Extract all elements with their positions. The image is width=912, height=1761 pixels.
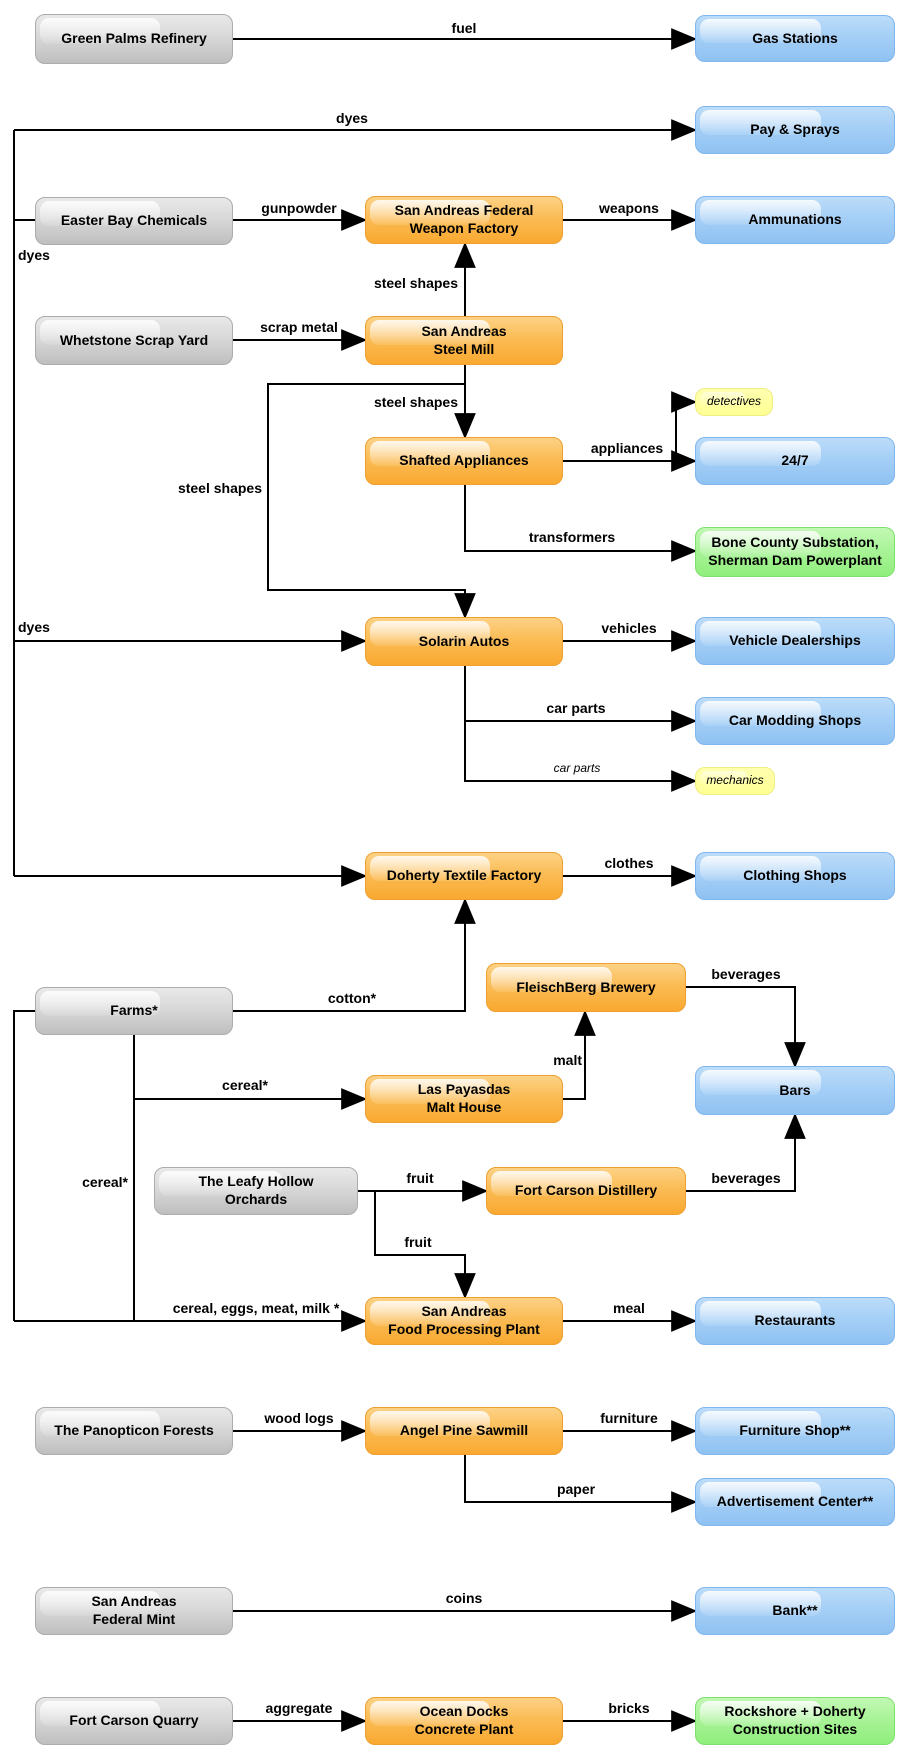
edge-steel-shapes-solarin: [267, 383, 476, 620]
node-fort-carson-quarry: Fort Carson Quarry: [35, 1697, 233, 1745]
node-leafy-hollow-orchards: The Leafy Hollow Orchards: [154, 1167, 358, 1215]
edge-label-scrap-metal: scrap metal: [260, 319, 338, 335]
node-ammunations: Ammunations: [695, 196, 895, 244]
node-farms: Farms*: [35, 987, 233, 1035]
edge-label-cereal-1: cereal*: [222, 1077, 268, 1093]
edge-label-gunpowder: gunpowder: [261, 200, 337, 216]
edge-appliances-detectives: [671, 391, 698, 461]
node-pay-and-sprays: Pay & Sprays: [695, 106, 895, 154]
node-malt-house: Las Payasdas Malt House: [365, 1075, 563, 1123]
edge-label-steel-shapes-3: steel shapes: [177, 480, 262, 496]
node-construction-sites: Rockshore + Doherty Construction Sites: [695, 1697, 895, 1745]
node-easter-bay-chemicals: Easter Bay Chemicals: [35, 197, 233, 245]
edge-label-cereal-eggs-meat-milk: cereal, eggs, meat, milk *: [172, 1300, 340, 1316]
edge-label-beverages-2: beverages: [711, 1170, 781, 1186]
node-furniture-shop: Furniture Shop**: [695, 1407, 895, 1455]
edge-farms-left: [13, 1010, 35, 1321]
node-doherty-textile-factory: Doherty Textile Factory: [365, 852, 563, 900]
node-ocean-docks-concrete-plant: Ocean Docks Concrete Plant: [365, 1697, 563, 1745]
node-24-7: 24/7: [695, 437, 895, 485]
edge-label-fruit-1: fruit: [406, 1170, 434, 1186]
edge-label-bricks: bricks: [608, 1700, 650, 1716]
node-green-palms-refinery: Green Palms Refinery: [35, 14, 233, 64]
edge-label-paper: paper: [556, 1481, 596, 1497]
edge-label-weapons: weapons: [599, 200, 659, 216]
node-advertisement-center: Advertisement Center**: [695, 1478, 895, 1526]
edge-label-dyes-solarin: dyes: [18, 619, 50, 635]
edge-label-clothes: clothes: [604, 855, 654, 871]
node-clothing-shops: Clothing Shops: [695, 852, 895, 900]
node-weapon-factory: San Andreas Federal Weapon Factory: [365, 196, 563, 244]
node-fort-carson-distillery: Fort Carson Distillery: [486, 1167, 686, 1215]
node-car-modding-shops: Car Modding Shops: [695, 697, 895, 745]
node-bank: Bank**: [695, 1587, 895, 1635]
edge-label-steel-shapes-2: steel shapes: [373, 394, 458, 410]
node-solarin-autos: Solarin Autos: [365, 617, 563, 666]
node-whetstone-scrap-yard: Whetstone Scrap Yard: [35, 316, 233, 365]
node-detectives: detectives: [695, 388, 773, 416]
edge-label-fuel: fuel: [451, 20, 477, 36]
node-shafted-appliances: Shafted Appliances: [365, 437, 563, 485]
edge-label-meal: meal: [613, 1300, 645, 1316]
node-steel-mill: San Andreas Steel Mill: [365, 316, 563, 365]
node-vehicle-dealerships: Vehicle Dealerships: [695, 617, 895, 665]
edge-label-malt: malt: [553, 1052, 582, 1068]
edge-label-cereal-2: cereal*: [82, 1174, 128, 1190]
node-restaurants: Restaurants: [695, 1297, 895, 1345]
node-panopticon-forests: The Panopticon Forests: [35, 1407, 233, 1455]
edge-label-appliances: appliances: [590, 440, 664, 456]
node-substation-powerplant: Bone County Substation, Sherman Dam Powe…: [695, 527, 895, 577]
node-fleischberg-brewery: FleischBerg Brewery: [486, 963, 686, 1012]
edge-label-beverages-1: beverages: [711, 966, 781, 982]
edge-label-cotton: cotton*: [327, 990, 377, 1006]
edge-label-car-parts-2: car parts: [553, 761, 601, 775]
edge-label-aggregate: aggregate: [265, 1700, 333, 1716]
node-federal-mint: San Andreas Federal Mint: [35, 1587, 233, 1635]
edge-label-wood-logs: wood logs: [264, 1410, 334, 1426]
node-gas-stations: Gas Stations: [695, 15, 895, 62]
node-angel-pine-sawmill: Angel Pine Sawmill: [365, 1407, 563, 1455]
edge-label-steel-shapes-1: steel shapes: [373, 275, 458, 291]
edge-label-fruit-2: fruit: [404, 1234, 432, 1250]
edge-label-car-parts-1: car parts: [546, 700, 606, 716]
node-mechanics: mechanics: [695, 767, 775, 795]
edge-label-coins: coins: [445, 1590, 483, 1606]
node-food-processing-plant: San Andreas Food Processing Plant: [365, 1297, 563, 1345]
edge-label-dyes-top: dyes: [336, 110, 368, 126]
edge-label-dyes-left: dyes: [18, 247, 50, 263]
edge-label-furniture: furniture: [600, 1410, 658, 1426]
edge-label-transformers: transformers: [528, 529, 616, 545]
edge-beverages-1: [686, 986, 806, 1069]
node-bars: Bars: [695, 1066, 895, 1115]
edge-label-vehicles: vehicles: [601, 620, 657, 636]
